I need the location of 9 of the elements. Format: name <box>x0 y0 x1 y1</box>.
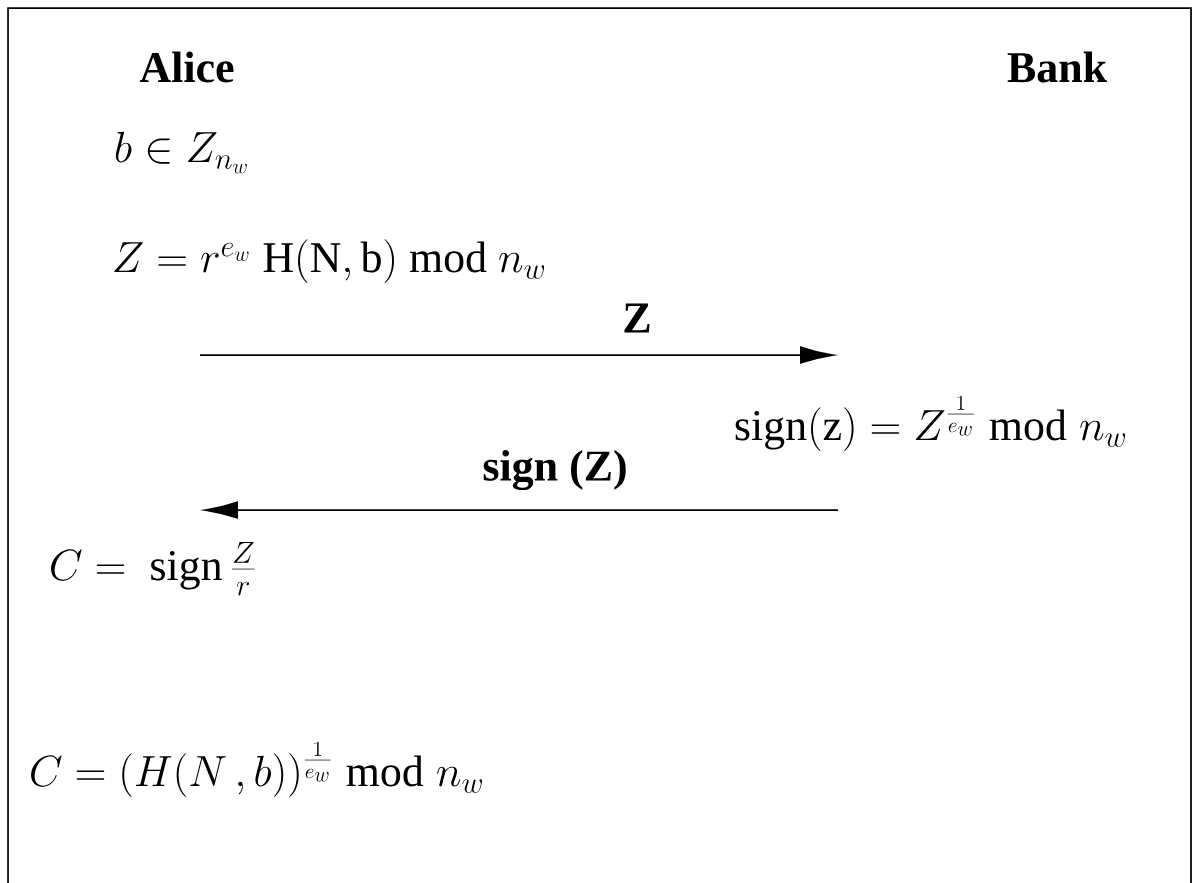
heading: Bank <box>1007 51 1107 83</box>
formula: $C = \ \mathrm{sign}\,\frac{Z}{r}$ <box>51 542 255 596</box>
formula: $C = (H(N\,,b))^{\frac{1}{e_w}} \bmod n_w$ <box>31 741 482 797</box>
formula: $b \in Z_{n_w}$ <box>115 131 247 174</box>
heading: Alice <box>139 51 234 83</box>
edge-label: sign (Z) <box>483 449 626 491</box>
formula: $\mathrm{sign(z)} = Z^{\frac{1}{e_w}} \bmod n_w$ <box>735 395 1126 451</box>
formula: $Z = r^{e_w}\ \mathrm{H(N,b)\ mod}\ n_w$ <box>114 239 545 283</box>
edge-label: Z <box>624 303 650 333</box>
